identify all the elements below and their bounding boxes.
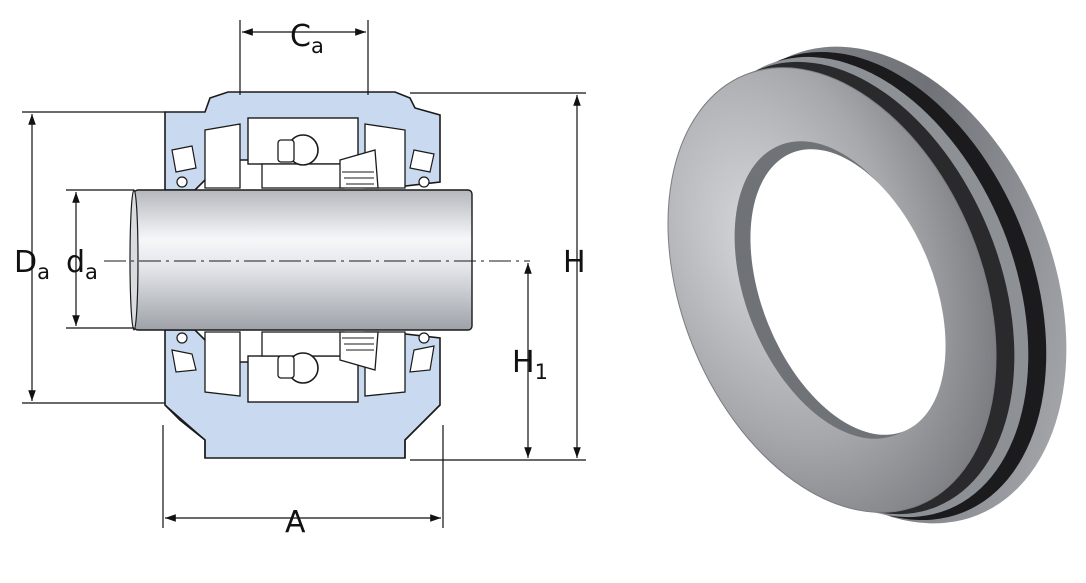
shaft <box>133 189 473 331</box>
ring-bore <box>750 149 946 435</box>
bearing-inner-top <box>261 163 345 189</box>
shaft-end <box>129 189 139 331</box>
label-da-inner: da <box>66 245 98 284</box>
thread-bottom <box>342 337 374 351</box>
bearing-housing-cross-section-icon <box>104 91 530 459</box>
seal-ring-icon <box>667 46 1067 524</box>
seals <box>171 145 435 373</box>
label-h: H <box>563 245 586 280</box>
housing-base <box>164 404 441 458</box>
cage-bottom <box>277 355 295 379</box>
thread-top <box>342 171 374 185</box>
cage-top <box>277 139 295 163</box>
label-ca: Ca <box>290 19 324 58</box>
label-da-outer: Da <box>14 245 50 284</box>
sleeve-bottom <box>339 331 379 371</box>
dimension-lines <box>22 20 586 528</box>
label-a: A <box>285 505 306 540</box>
bearing-inner-bottom <box>261 331 345 357</box>
label-h1: H1 <box>512 345 548 384</box>
